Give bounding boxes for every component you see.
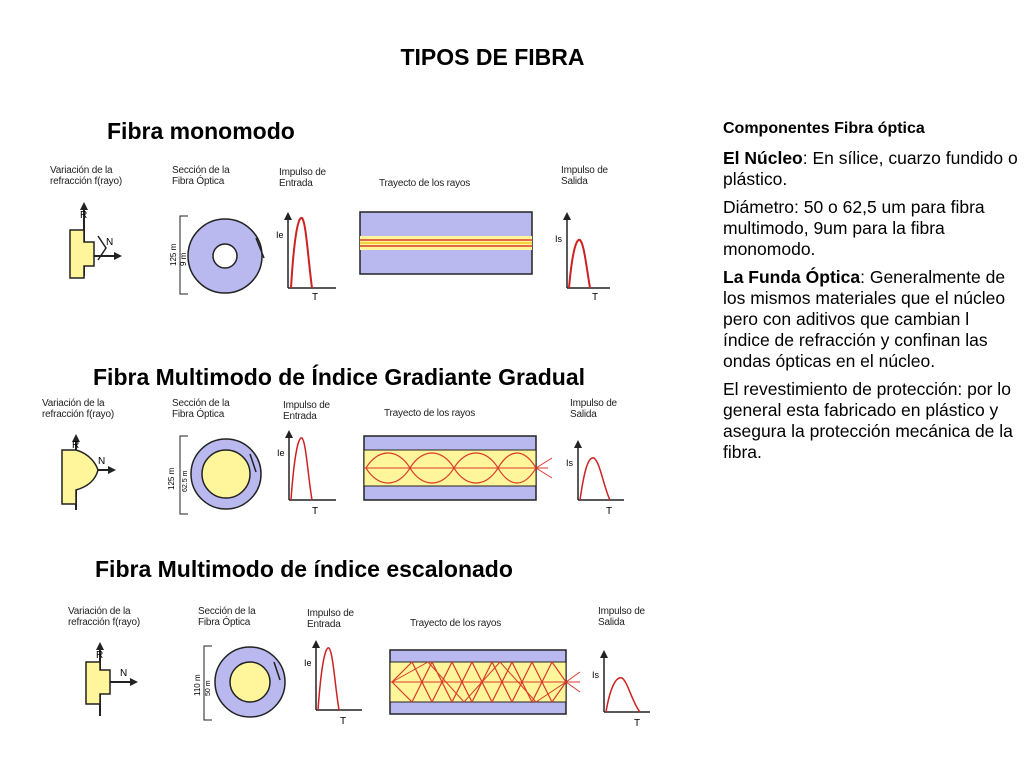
panel-escalonado: Variación de la refracción f(rayo) Secci… (0, 600, 712, 760)
output-pulse-graph: Is T (555, 212, 610, 303)
diagram-escalonado: R N 110 m 50 m Ie T (85, 640, 650, 729)
axis-t-label: T (340, 716, 346, 727)
label-trajectory: Trayecto de los rayos (410, 618, 502, 629)
label-output: Impulso de Salida (561, 165, 608, 187)
page-title: TIPOS DE FIBRA (400, 44, 585, 70)
heading-monomodo: Fibra monomodo (107, 118, 295, 144)
ray-trajectory (363, 435, 553, 501)
axis-n-label: N (106, 237, 113, 248)
revestimiento-paragraph: El revestimiento de protección: por lo g… (723, 379, 1013, 462)
axis-ie-label: Ie (276, 230, 284, 240)
label-variation: Variación de la refracción f(rayo) (42, 398, 114, 420)
output-pulse-graph: Is T (566, 440, 624, 517)
diagram-monomodo: R N 125 m 9 m Ie T (69, 202, 610, 303)
diametro-paragraph: Diámetro: 50 o 62,5 um para fibra multim… (723, 197, 985, 259)
output-pulse-graph: Is T (592, 650, 650, 729)
diagram-gradiante: R N 125 m 62.5 m Ie T (61, 430, 624, 517)
outer-dimension-label: 125 m (169, 243, 178, 266)
heading-gradiante: Fibra Multimodo de Índice Gradiante Grad… (93, 364, 586, 390)
label-section: Sección de la Fibra Óptica (198, 606, 256, 628)
panel-monomodo: Variación de la refracción f(rayo) Secci… (0, 158, 712, 318)
ray-trajectory (359, 211, 533, 275)
axis-t-label: T (634, 718, 640, 729)
components-title: Componentes Fibra óptica (723, 120, 925, 137)
refraction-profile: R N (61, 434, 116, 510)
axis-t-label: T (312, 292, 318, 303)
nucleo-paragraph: El Núcleo: En sílice, cuarzo fundido o p… (723, 148, 1018, 190)
input-pulse-graph: Ie T (304, 640, 362, 727)
axis-r-label: R (96, 650, 103, 661)
label-input: Impulso de Entrada (279, 167, 326, 189)
input-pulse-graph: Ie T (276, 212, 336, 303)
axis-is-label: Is (592, 670, 600, 680)
axis-is-label: Is (566, 458, 574, 468)
label-variation: Variación de la refracción f(rayo) (68, 606, 140, 628)
label-input: Impulso de Entrada (283, 400, 330, 422)
core-dimension-label: 50 m (205, 680, 212, 696)
refraction-profile: R N (69, 202, 122, 279)
funda-term: La Funda Óptica (723, 267, 861, 287)
nucleo-text: : En sílice, cuarzo fundido o plástico. (723, 148, 1018, 189)
axis-t-label: T (312, 506, 318, 517)
components-sidebar: Componentes Fibra óptica El Núcleo: En s… (723, 118, 1018, 470)
axis-n-label: N (98, 456, 105, 467)
axis-ie-label: Ie (304, 658, 312, 668)
label-output: Impulso de Salida (570, 398, 617, 420)
core-dimension-label: 9 m (179, 252, 188, 266)
funda-text: : Generalmente de los mismos materiales … (723, 267, 1006, 371)
label-input: Impulso de Entrada (307, 608, 354, 630)
cross-section: 125 m 9 m (169, 215, 265, 295)
label-variation: Variación de la refracción f(rayo) (50, 165, 122, 187)
input-pulse-graph: Ie T (277, 430, 336, 517)
label-section: Sección de la Fibra Óptica (172, 165, 230, 187)
cross-section: 110 m 50 m (193, 645, 286, 721)
axis-r-label: R (72, 440, 79, 451)
cross-section: 125 m 62.5 m (167, 435, 262, 515)
axis-is-label: Is (555, 234, 563, 244)
nucleo-term: El Núcleo (723, 148, 803, 168)
funda-paragraph: La Funda Óptica: Generalmente de los mis… (723, 267, 1018, 372)
label-trajectory: Trayecto de los rayos (379, 178, 471, 189)
label-trajectory: Trayecto de los rayos (384, 408, 476, 419)
outer-dimension-label: 125 m (167, 467, 176, 490)
axis-r-label: R (80, 210, 87, 221)
label-section: Sección de la Fibra Óptica (172, 398, 230, 420)
ray-trajectory (389, 649, 581, 715)
core-dimension-label: 62.5 m (182, 470, 189, 492)
heading-escalonado: Fibra Multimodo de índice escalonado (95, 556, 513, 582)
axis-n-label: N (120, 668, 127, 679)
axis-t-label: T (592, 292, 598, 303)
axis-t-label: T (606, 506, 612, 517)
refraction-profile: R N (85, 642, 138, 716)
panel-gradiante: Variación de la refracción f(rayo) Secci… (0, 392, 712, 552)
axis-ie-label: Ie (277, 448, 285, 458)
label-output: Impulso de Salida (598, 606, 645, 628)
outer-dimension-label: 110 m (193, 674, 202, 696)
